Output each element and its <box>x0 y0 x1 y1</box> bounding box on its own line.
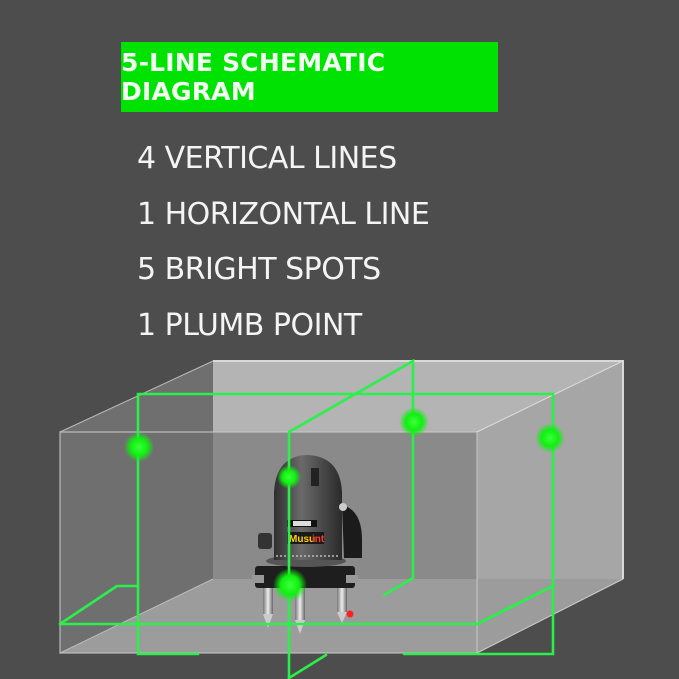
feature-vertical-lines: 4 VERTICAL LINES <box>137 141 397 176</box>
bright-spot-device <box>277 465 301 489</box>
feature-bright-spots: 5 BRIGHT SPOTS <box>137 252 381 287</box>
brand-label: Musu <box>289 534 315 545</box>
plumb-point <box>346 610 354 618</box>
bright-spot-center <box>273 568 307 602</box>
bright-spots <box>124 407 565 602</box>
title-banner: 5-LINE SCHEMATIC DIAGRAM <box>121 42 498 112</box>
vertical-laser-line-loop <box>136 392 555 656</box>
brand-label-suffix: int <box>312 534 325 545</box>
laser-lines <box>58 358 555 679</box>
bright-spot-left <box>124 432 154 462</box>
feature-plumb-point: 1 PLUMB POINT <box>137 308 362 343</box>
feature-horizontal-line: 1 HORIZONTAL LINE <box>137 197 430 232</box>
bright-spot-right <box>535 423 565 453</box>
vertical-laser-line-center <box>287 358 415 679</box>
left-wall <box>60 361 213 653</box>
diagram-title: 5-LINE SCHEMATIC DIAGRAM <box>121 48 386 106</box>
bright-spot-back <box>399 407 429 437</box>
laser-line-left-floor <box>58 584 119 626</box>
